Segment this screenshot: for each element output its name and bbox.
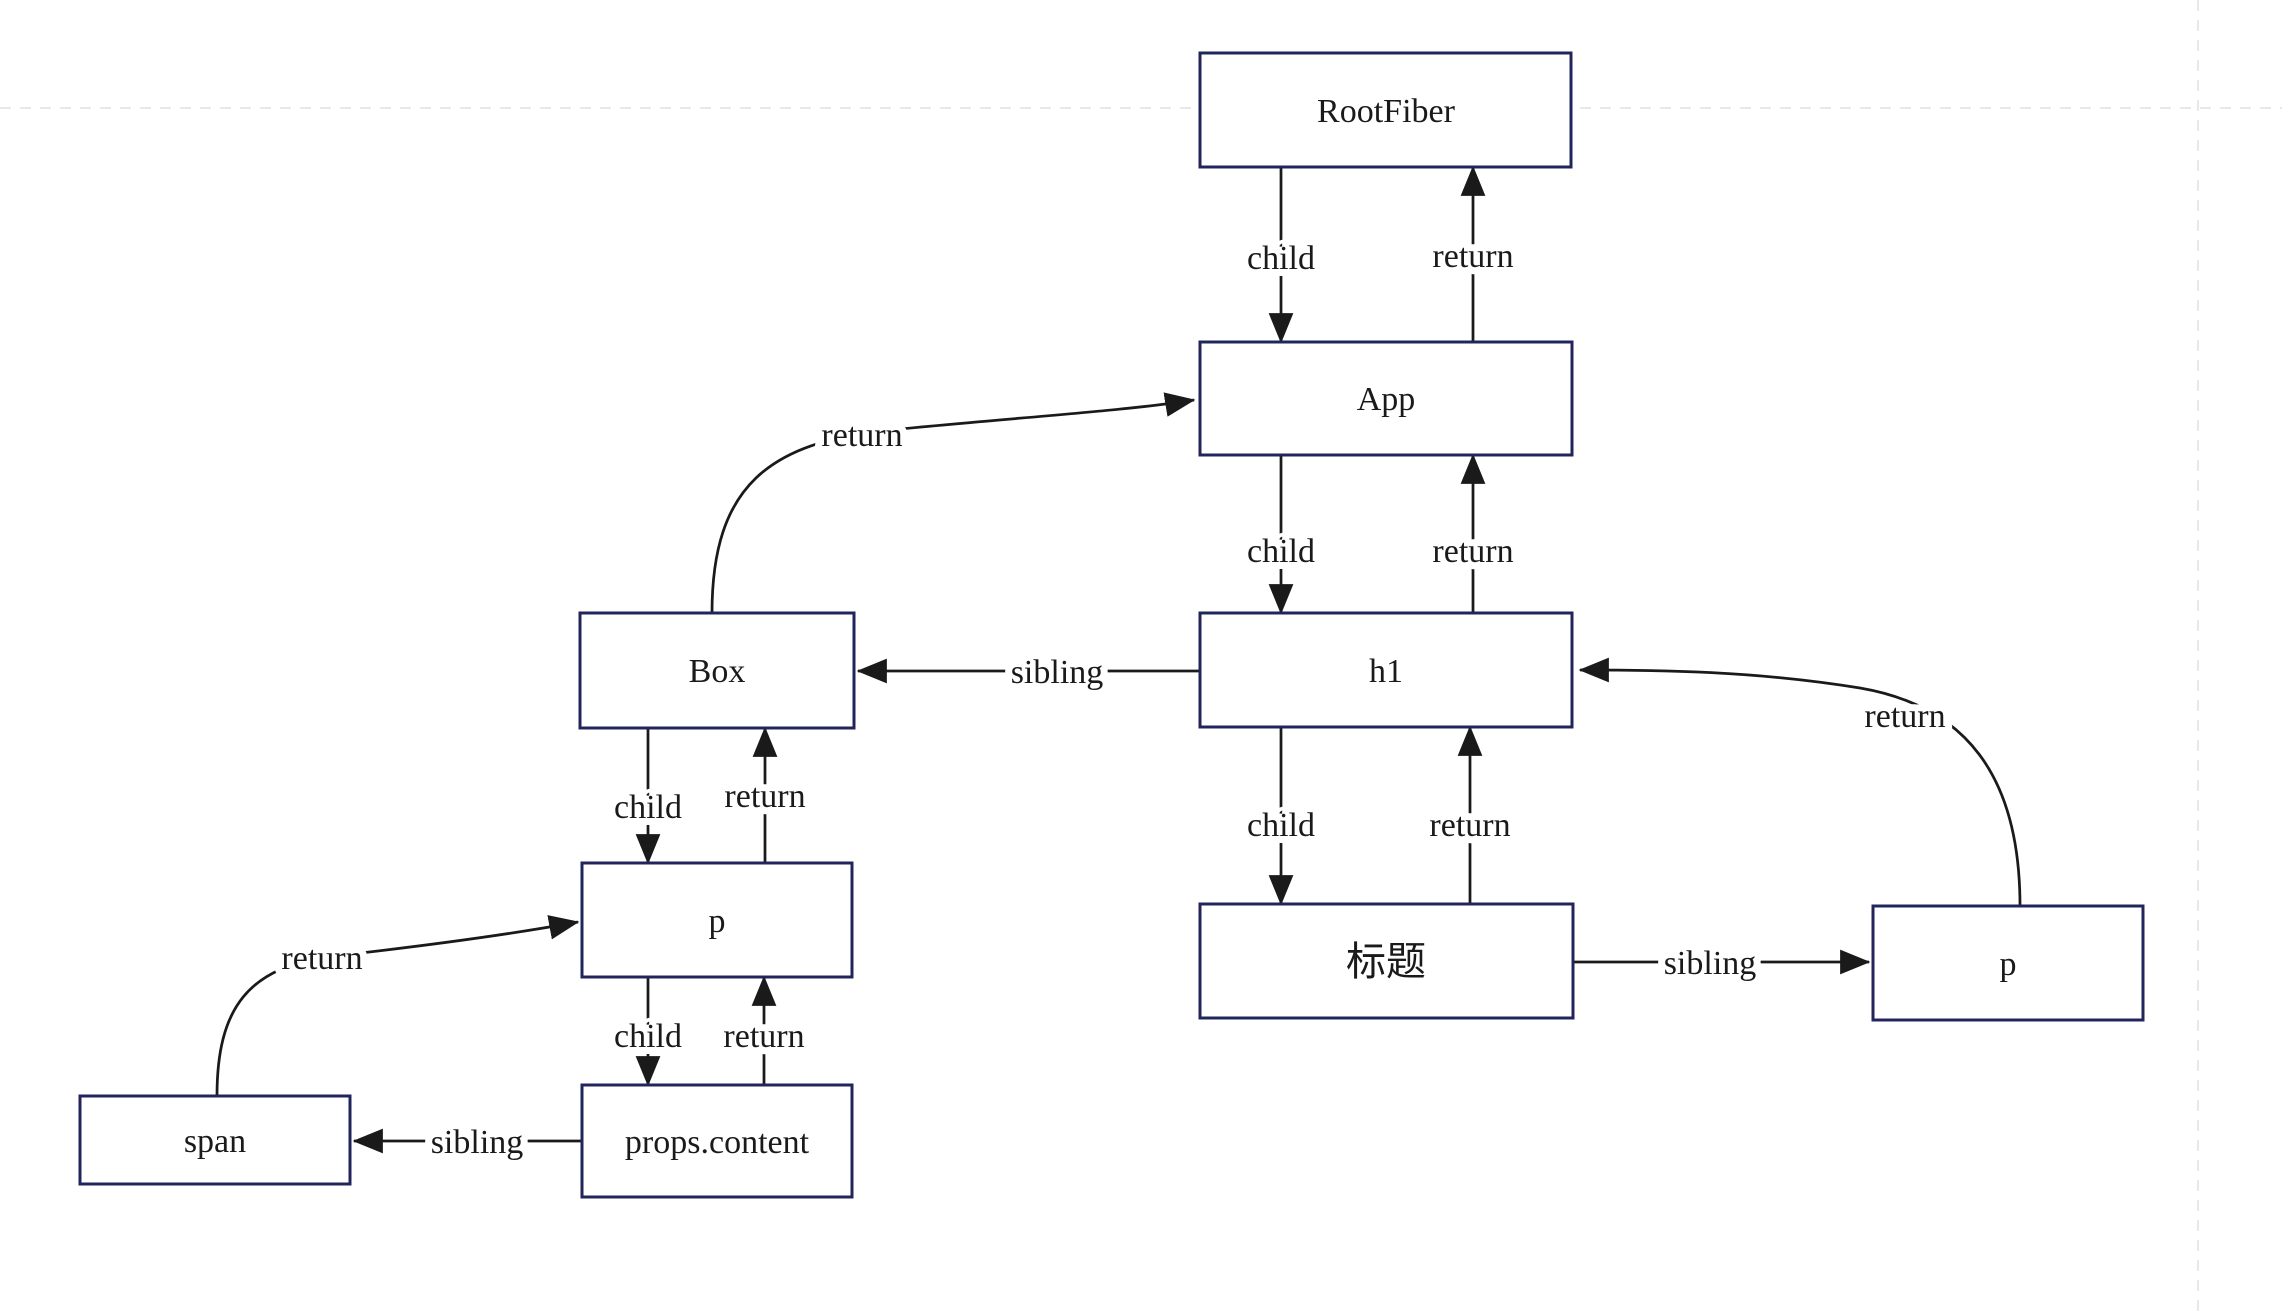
edge-label-child: child xyxy=(614,789,682,826)
edge-label-return: return xyxy=(821,417,902,454)
node-p-right-shape[interactable] xyxy=(1871,904,2145,1022)
node-rootfiber-shape[interactable] xyxy=(1198,51,1573,169)
node-props-content-shape[interactable] xyxy=(580,1083,854,1199)
node-title-label: 标题 xyxy=(1346,939,1426,984)
edges-layer xyxy=(215,165,2022,1154)
edge-label-child: child xyxy=(1247,533,1315,570)
edge-label-sibling: sibling xyxy=(431,1124,524,1161)
edge-label-return: return xyxy=(1432,533,1513,570)
edge-label-sibling: sibling xyxy=(1664,945,1757,982)
node-h1-shape[interactable] xyxy=(1198,611,1574,729)
edge-label-return: return xyxy=(281,940,362,977)
edge-label-sibling: sibling xyxy=(1011,654,1104,691)
node-span: span xyxy=(78,1094,352,1186)
node-p-left: p xyxy=(580,861,854,979)
node-rootfiber: RootFiber xyxy=(1198,51,1573,169)
node-h1-label: h1 xyxy=(1369,653,1403,690)
node-p-right: p xyxy=(1871,904,2145,1022)
node-p-right-label: p xyxy=(2000,946,2017,983)
node-p-left-shape[interactable] xyxy=(580,861,854,979)
edge-labels-layer: child return child return child return s… xyxy=(274,231,1952,1168)
node-h1: h1 xyxy=(1198,611,1574,729)
node-app-label: App xyxy=(1357,381,1416,418)
edge-p-h1-return-curve[interactable] xyxy=(1578,657,2022,907)
node-app-shape[interactable] xyxy=(1198,340,1574,457)
node-app: App xyxy=(1198,340,1574,457)
node-props-content: props.content xyxy=(580,1083,854,1199)
edge-label-return: return xyxy=(724,778,805,815)
edge-label-return: return xyxy=(1864,698,1945,735)
edge-label-return: return xyxy=(723,1018,804,1055)
node-props-content-label: props.content xyxy=(625,1124,810,1161)
node-p-left-label: p xyxy=(709,903,726,940)
node-box: Box xyxy=(578,611,856,730)
node-rootfiber-label: RootFiber xyxy=(1317,93,1456,130)
node-box-shape[interactable] xyxy=(578,611,856,730)
edge-label-return: return xyxy=(1429,807,1510,844)
node-span-label: span xyxy=(184,1123,246,1160)
node-title: 标题 xyxy=(1198,902,1575,1020)
edge-label-return: return xyxy=(1432,238,1513,275)
edge-label-child: child xyxy=(1247,240,1315,277)
node-title-shape[interactable] xyxy=(1198,902,1575,1020)
node-box-label: Box xyxy=(689,653,746,690)
edge-label-child: child xyxy=(614,1018,682,1055)
edge-label-child: child xyxy=(1247,807,1315,844)
node-span-shape[interactable] xyxy=(78,1094,352,1186)
edge-span-p-return-curve[interactable] xyxy=(215,915,580,1097)
nodes-layer: RootFiber App h1 标题 p Box xyxy=(78,51,2145,1199)
edge-box-app-return-curve[interactable] xyxy=(710,392,1196,614)
